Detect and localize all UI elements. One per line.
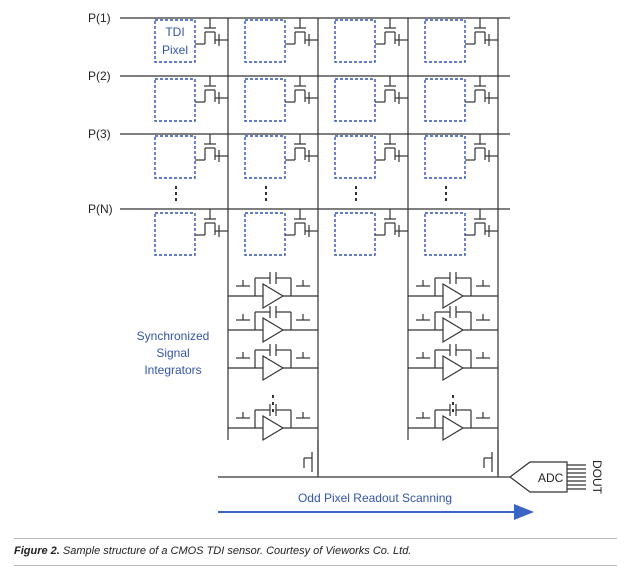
tdi-pixel-cell [244,76,318,122]
integrators-label-line2: Signal [156,346,189,360]
row-label-p2: P(2) [88,69,111,83]
signal-integrators [227,262,498,442]
integrator-ellipsis-dot [452,395,454,398]
pixel-switch [465,209,498,237]
tdi-pixel-label-line1: TDI [165,25,184,39]
tdi-pixel-cell [154,76,228,122]
row-label-p1: P(1) [88,11,111,25]
integrator-ellipsis-dot [272,402,274,405]
output-switch-right [483,440,499,477]
pixel-switch [195,76,228,104]
column-lines [227,18,499,475]
integrator-stage [408,404,498,442]
tdi-sensor-diagram: P(1) P(2) P(3) P(N) TDI Pixel Synchroniz… [88,11,604,520]
integrator-ellipsis-dot [272,409,274,412]
integrator-ellipsis-dot [272,395,274,398]
tdi-pixel-cell [244,18,318,63]
pixel-switch [195,209,228,237]
tdi-pixel-cell [424,18,498,63]
adc-label: ADC [538,471,564,485]
integrator-stage [228,344,318,382]
readout-label: Odd Pixel Readout Scanning [298,491,452,505]
integrator-ellipsis-dot [452,402,454,405]
integrators-label-line3: Integrators [144,363,201,377]
integrators-label-line1: Synchronized [137,329,210,343]
tdi-pixel-cell [154,134,228,179]
pixel-switch [465,134,498,162]
integrator-stage [228,272,318,310]
tdi-pixel-cell [154,18,228,63]
pixel-switch [285,209,318,237]
figure-label: Figure 2. [14,545,60,557]
row-label-p3: P(3) [88,127,111,141]
tdi-pixel-cell [424,76,498,122]
pixel-switch [465,18,498,46]
pixel-ellipsis [175,186,447,201]
integrator-stage [408,344,498,382]
caption-bottom-rule [14,565,617,566]
tdi-pixel-cell [334,76,408,122]
row-label-pn: P(N) [88,202,113,216]
output-switch-left [303,440,319,477]
pixel-switch [285,76,318,104]
pixel-switch [195,18,228,46]
tdi-pixel-cell [244,134,318,179]
pixel-switch [195,134,228,162]
integrator-stage [228,404,318,442]
tdi-pixel-label-line2: Pixel [162,43,188,57]
tdi-pixel-cell [244,209,318,256]
pixel-switch [375,76,408,104]
dout-lines [567,464,586,490]
pixel-grid [154,18,498,256]
pixel-switch [285,134,318,162]
pixel-switch [465,76,498,104]
pixel-switch [375,209,408,237]
integrator-stage [408,306,498,344]
tdi-pixel-cell [334,18,408,63]
pixel-switch [375,134,408,162]
figure-caption: Figure 2. Sample structure of a CMOS TDI… [14,545,614,557]
caption-text: Sample structure of a CMOS TDI sensor. C… [62,545,412,557]
tdi-pixel-cell [334,134,408,179]
pixel-switch [285,18,318,46]
integrator-stage [228,306,318,344]
tdi-pixel-cell [424,209,498,256]
integrator-ellipsis-dot [452,409,454,412]
tdi-pixel-cell [424,134,498,179]
tdi-pixel-cell [334,209,408,256]
dout-label: DOUT [590,460,604,495]
tdi-pixel-cell [154,209,228,256]
caption-top-rule [14,538,617,539]
integrator-stage [408,272,498,310]
row-bus-lines [120,17,510,210]
pixel-switch [375,18,408,46]
